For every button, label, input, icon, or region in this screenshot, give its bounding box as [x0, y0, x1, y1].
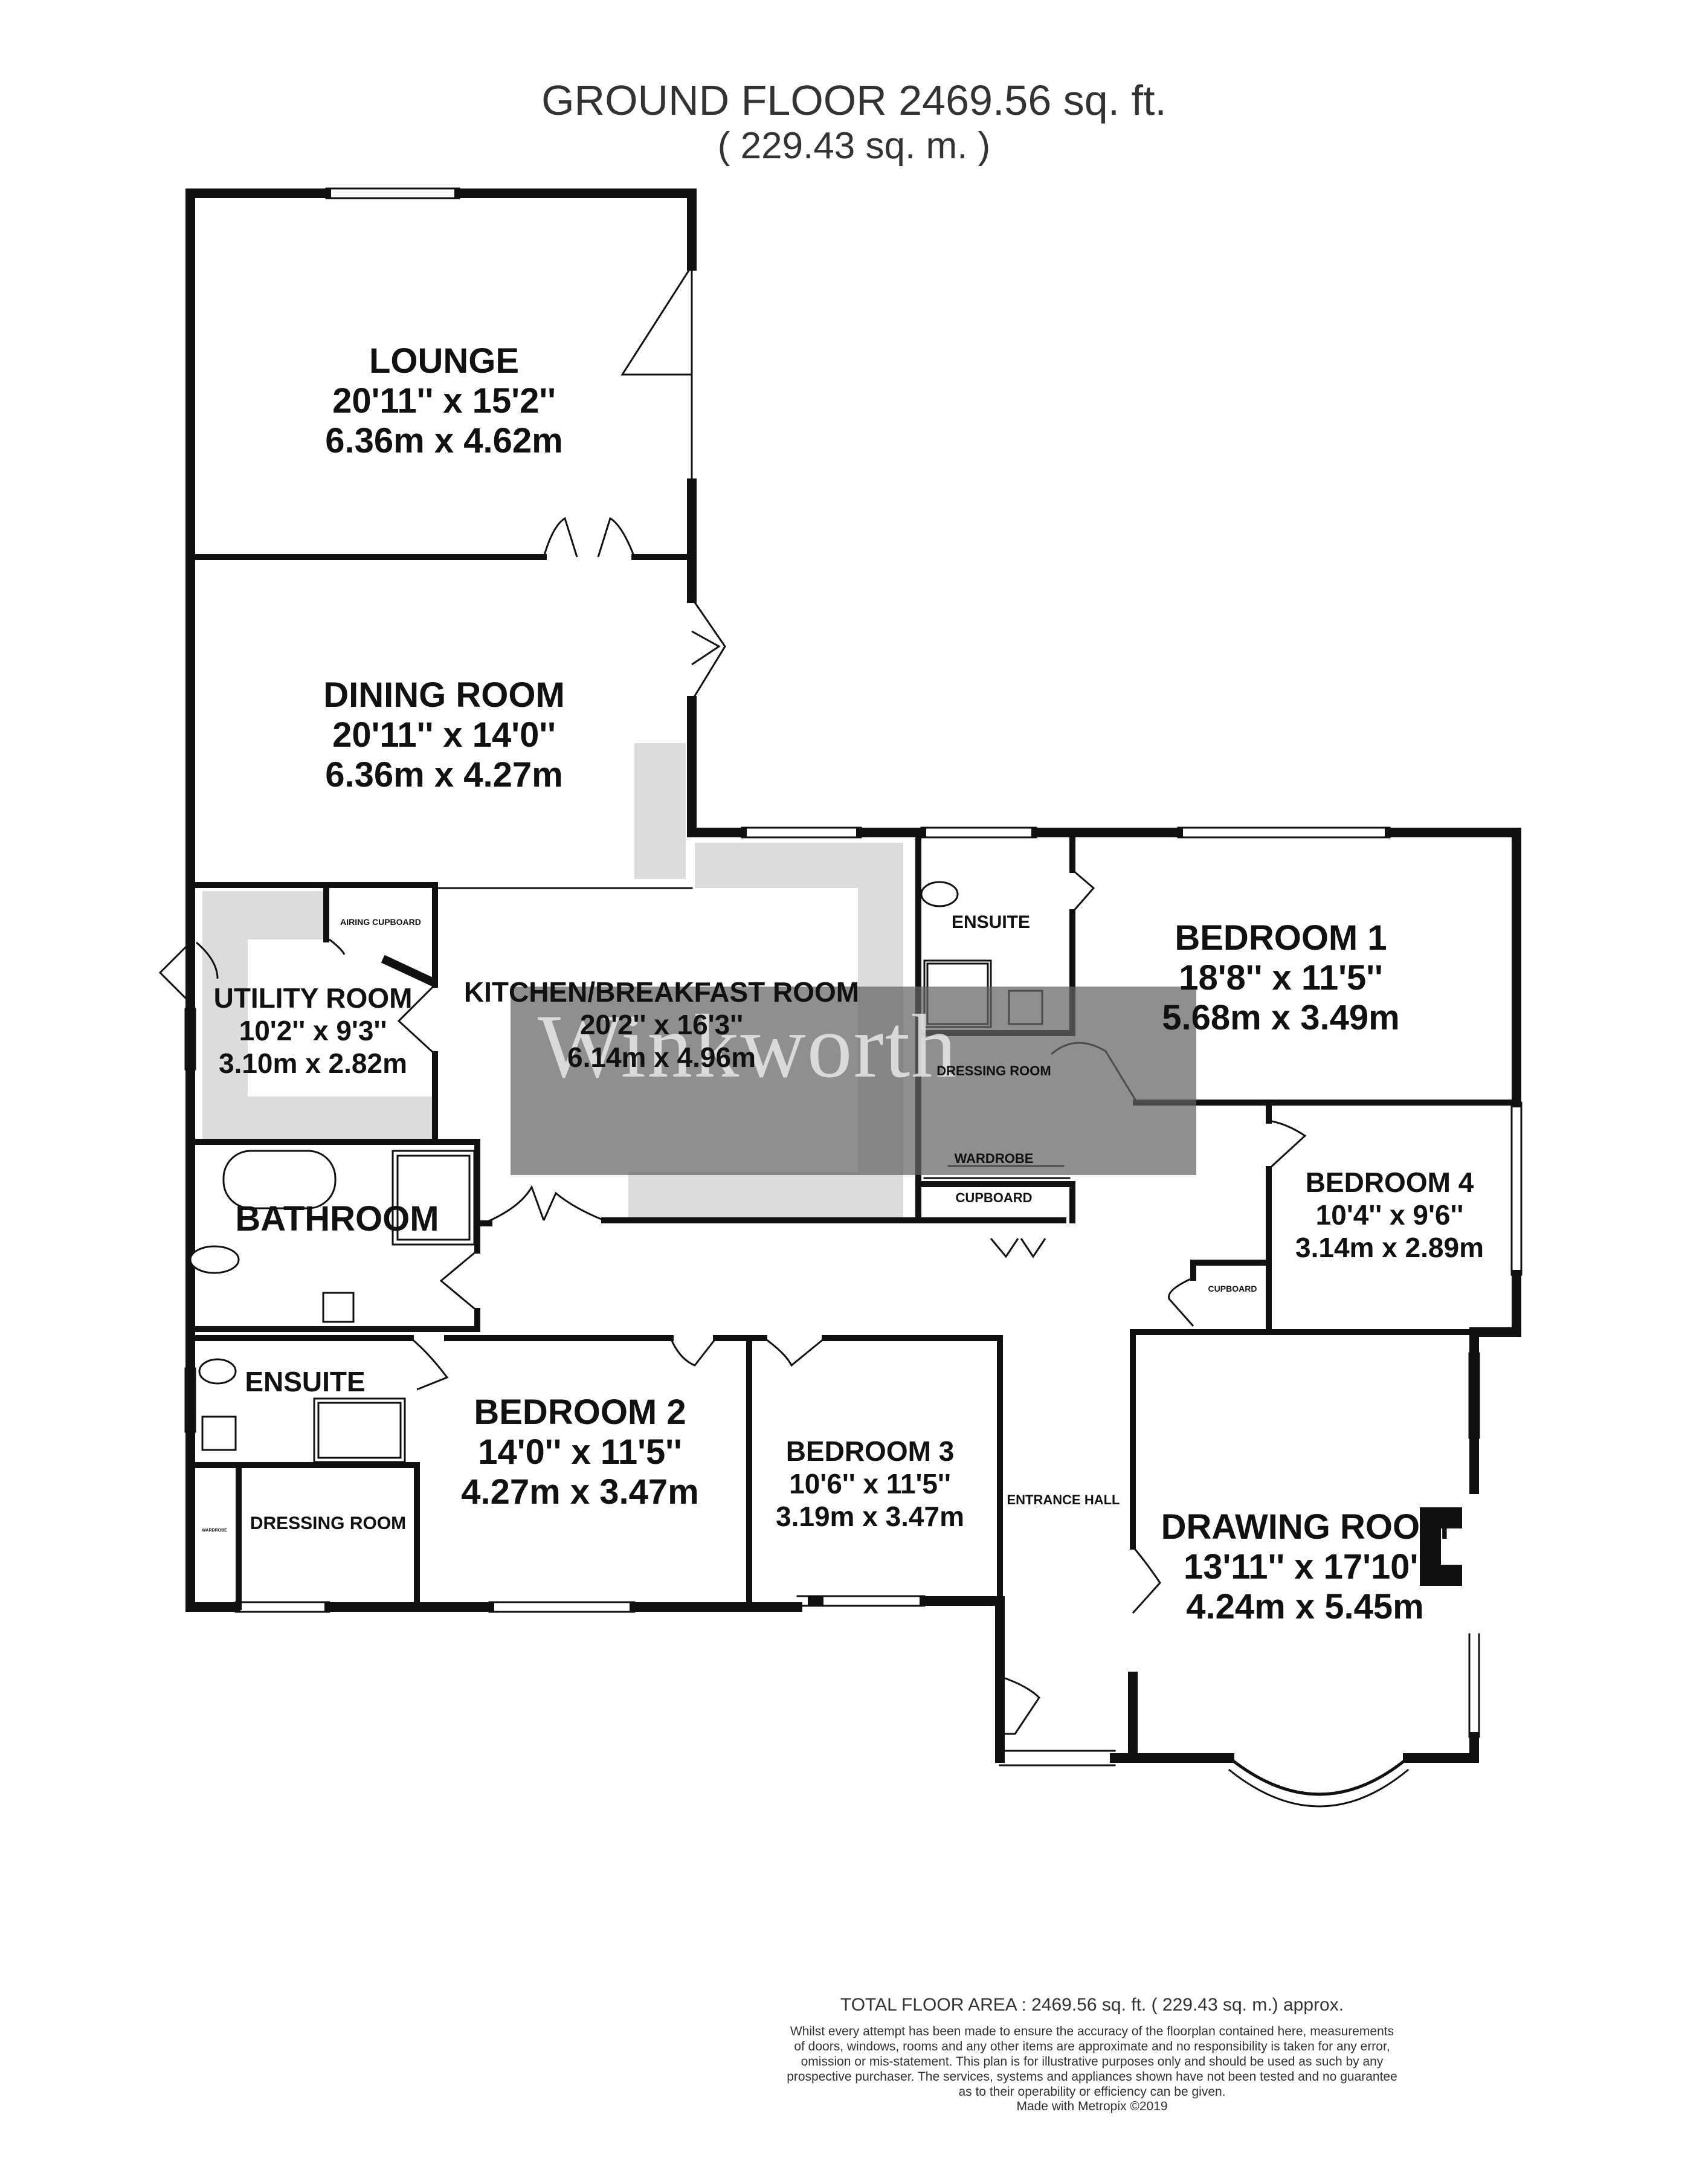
room-name: KITCHEN/BREAKFAST ROOM — [463, 976, 860, 1008]
room-kitchen: KITCHEN/BREAKFAST ROOM 20'2'' x 16'3'' 6… — [464, 976, 859, 1074]
disclaimer-line: Whilst every attempt has been made to en… — [790, 2024, 1394, 2038]
fireplace-icon — [1420, 1507, 1462, 1586]
room-airing-cupboard: AIRING CUPBOARD — [340, 917, 421, 927]
footer: TOTAL FLOOR AREA : 2469.56 sq. ft. ( 229… — [752, 1995, 1432, 2114]
room-name: BEDROOM 4 — [1305, 1167, 1474, 1198]
room-metric: 3.19m x 3.47m — [775, 1501, 965, 1532]
room-bedroom-1: BEDROOM 1 18'8'' x 11'5'' 5.68m x 3.49m — [1162, 918, 1399, 1038]
watermark-text: Winkworth — [538, 996, 958, 1097]
floor-title: GROUND FLOOR 2469.56 sq. ft. — [541, 77, 1167, 124]
room-imperial: 14'0'' x 11'5'' — [478, 1432, 682, 1472]
room-metric: 6.36m x 4.27m — [325, 755, 563, 794]
room-cupboard-1: CUPBOARD — [955, 1190, 1032, 1206]
room-metric: 6.14m x 4.96m — [567, 1042, 756, 1073]
room-metric: 3.14m x 2.89m — [1295, 1232, 1484, 1263]
bathroom-fixtures — [189, 881, 1043, 1463]
room-name: DRESSING ROOM — [936, 1063, 1051, 1078]
room-wardrobe-2: WARDROBE — [202, 1528, 227, 1533]
room-name: UTILITY ROOM — [213, 982, 413, 1014]
room-dressing-1: DRESSING ROOM — [936, 1063, 1051, 1079]
doors — [158, 265, 1307, 1735]
room-cupboard-2: CUPBOARD — [1208, 1284, 1257, 1293]
room-metric: 6.36m x 4.62m — [325, 421, 563, 460]
room-dressing-2: DRESSING ROOM — [250, 1513, 406, 1534]
room-lounge: LOUNGE 20'11'' x 15'2'' 6.36m x 4.62m — [325, 341, 562, 461]
room-name: BATHROOM — [235, 1199, 439, 1238]
room-imperial: 20'11'' x 14'0'' — [332, 715, 556, 755]
total-floor-area: TOTAL FLOOR AREA : 2469.56 sq. ft. ( 229… — [840, 1995, 1344, 2015]
floor-subtitle: ( 229.43 sq. m. ) — [717, 125, 991, 167]
room-name: DRAWING ROOM — [1161, 1507, 1449, 1547]
room-metric: 3.10m x 2.82m — [218, 1048, 407, 1079]
disclaimer-line: prospective purchaser. The services, sys… — [787, 2070, 1397, 2084]
room-metric: 4.27m x 3.47m — [461, 1472, 699, 1512]
room-metric: 5.68m x 3.49m — [1162, 998, 1400, 1037]
room-name: BEDROOM 2 — [474, 1393, 686, 1432]
room-ensuite-2: ENSUITE — [245, 1365, 365, 1398]
room-metric: 4.24m x 5.45m — [1186, 1587, 1424, 1626]
room-name: ENTRANCE HALL — [1007, 1492, 1120, 1507]
room-imperial: 13'11'' x 17'10'' — [1183, 1547, 1427, 1586]
room-utility: UTILITY ROOM 10'2'' x 9'3'' 3.10m x 2.82… — [214, 982, 413, 1080]
room-imperial: 10'4'' x 9'6'' — [1315, 1199, 1464, 1231]
room-name: DRESSING ROOM — [250, 1513, 407, 1533]
room-imperial: 10'2'' x 9'3'' — [239, 1015, 387, 1046]
room-name: ENSUITE — [951, 912, 1031, 932]
room-bathroom: BATHROOM — [235, 1199, 439, 1239]
room-imperial: 10'6'' x 11'5'' — [789, 1468, 951, 1499]
watermark-box — [511, 987, 1196, 1175]
room-name: CUPBOARD — [1208, 1284, 1257, 1293]
disclaimer-line: omission or mis-statement. This plan is … — [801, 2055, 1384, 2069]
room-bedroom-4: BEDROOM 4 10'4'' x 9'6'' 3.14m x 2.89m — [1295, 1166, 1484, 1264]
room-bedroom-2: BEDROOM 2 14'0'' x 11'5'' 4.27m x 3.47m — [461, 1393, 698, 1512]
room-wardrobe: WARDROBE — [955, 1151, 1034, 1167]
room-ensuite-1: ENSUITE — [952, 912, 1030, 933]
room-entrance-hall: ENTRANCE HALL — [1007, 1492, 1120, 1508]
disclaimer-line: as to their operability or efficiency ca… — [958, 2085, 1226, 2099]
room-name: LOUNGE — [369, 341, 520, 381]
room-name: ENSUITE — [245, 1366, 366, 1397]
room-bedroom-3: BEDROOM 3 10'6'' x 11'5'' 3.19m x 3.47m — [776, 1435, 964, 1533]
made-with: Made with Metropix ©2019 — [1016, 2099, 1168, 2113]
room-imperial: 20'2'' x 16'3'' — [579, 1009, 744, 1040]
room-name: AIRING CUPBOARD — [340, 917, 421, 927]
room-name: WARDROBE — [954, 1151, 1034, 1166]
disclaimer: Whilst every attempt has been made to en… — [752, 2024, 1432, 2099]
room-imperial: 20'11'' x 15'2'' — [332, 381, 556, 420]
room-name: CUPBOARD — [955, 1190, 1033, 1205]
room-name: BEDROOM 3 — [785, 1435, 955, 1467]
room-name: BEDROOM 1 — [1175, 918, 1387, 958]
room-name: WARDROBE — [202, 1528, 227, 1533]
room-imperial: 18'8'' x 11'5'' — [1179, 958, 1383, 997]
disclaimer-line: of doors, windows, rooms and any other i… — [794, 2040, 1390, 2053]
room-drawing: DRAWING ROOM 13'11'' x 17'10'' 4.24m x 5… — [1161, 1507, 1449, 1627]
room-dining: DINING ROOM 20'11'' x 14'0'' 6.36m x 4.2… — [323, 675, 565, 795]
room-name: DINING ROOM — [323, 675, 565, 715]
